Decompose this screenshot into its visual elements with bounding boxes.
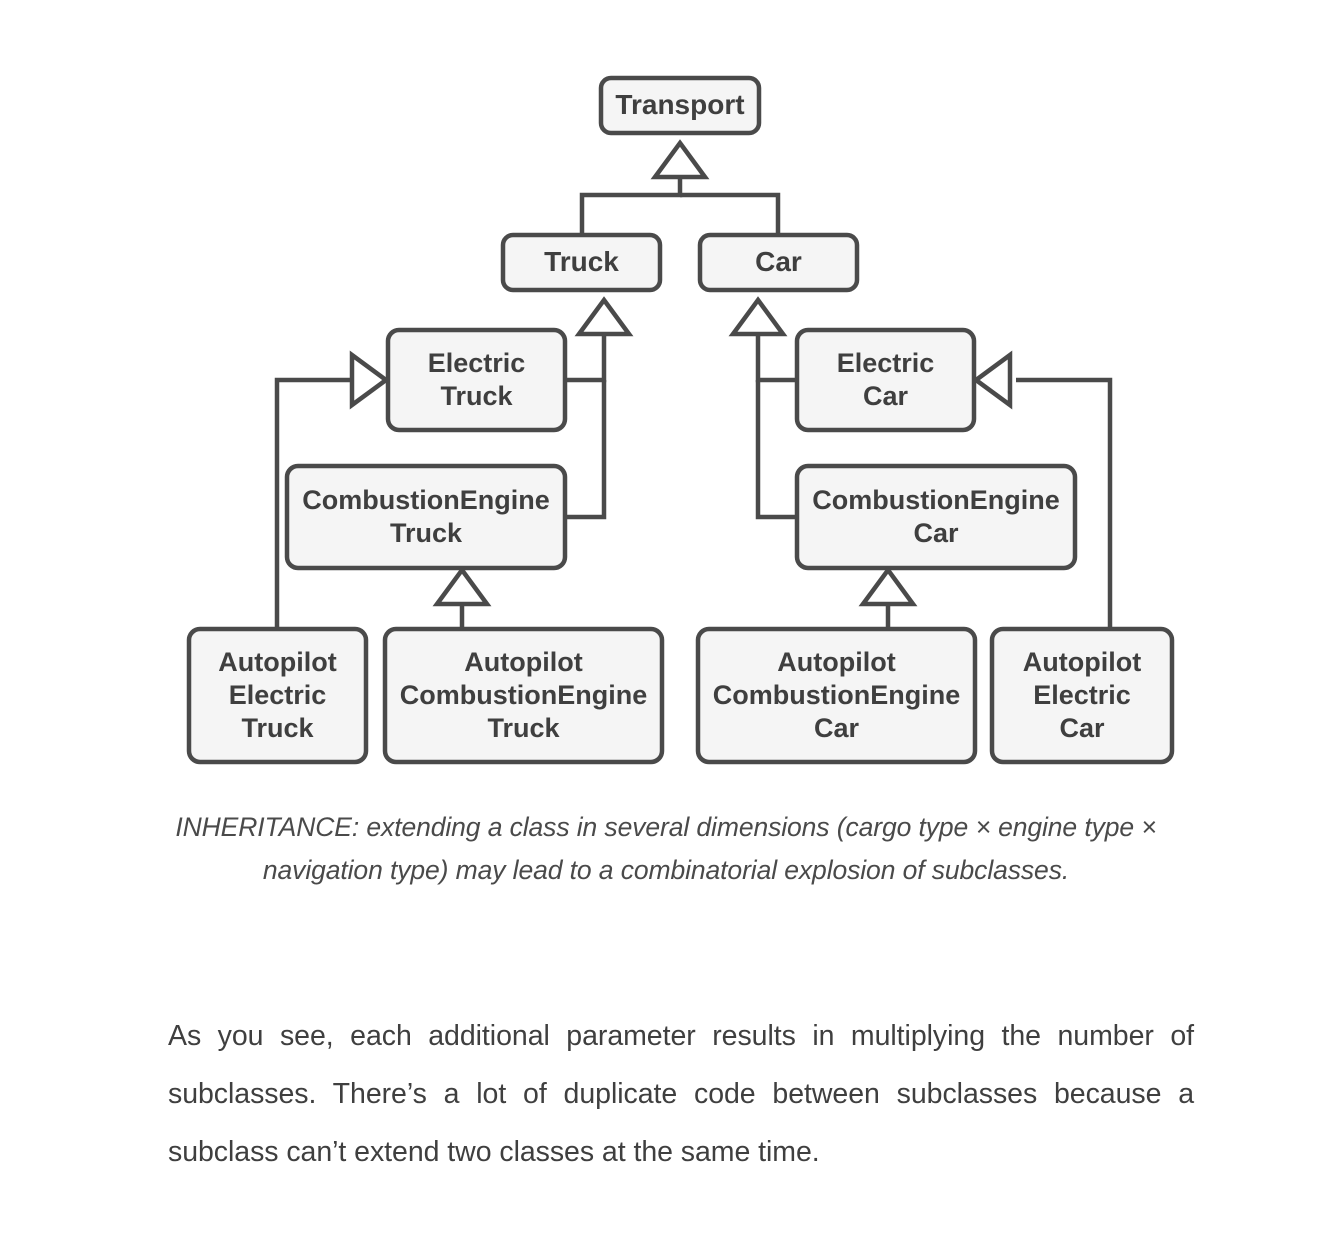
edge-e-truck-to-truck [565,330,607,383]
class-box-autopilot-electric-truck[interactable] [186,626,369,765]
body-paragraph: As you see, each additional parameter re… [168,1020,1194,1168]
class-box-electric-truck[interactable] [385,327,568,433]
generalization-arrow-transport [650,139,710,180]
class-box-electric-car[interactable] [794,327,977,433]
class-box-autopilot-electric-car[interactable] [989,626,1175,765]
class-box-car[interactable] [697,232,860,293]
class-box-autopilot-combustionengine-truck[interactable] [382,626,665,765]
generalization-arrow-combustionengine-truck [432,566,492,607]
generalization-arrow-truck [574,296,634,337]
edge-ap-e-car-to-e-car [1016,377,1113,629]
generalization-arrow-combustionengine-car [858,566,918,607]
diagram-canvas [186,75,1175,765]
generalization-arrow-car [728,296,788,337]
edge-truck-to-transport [579,173,683,235]
generalization-arrow-electric-truck [349,350,390,410]
class-box-combustionengine-car[interactable] [794,463,1078,571]
class-box-combustionengine-truck[interactable] [284,463,568,571]
class-box-truck[interactable] [500,232,663,293]
edge-ce-truck-to-truck [565,380,607,520]
edge-ce-car-to-car [755,380,797,520]
edge-e-car-to-car [755,330,797,383]
class-diagram: Transport Truck Car Electric Truck Combu… [186,75,1175,765]
class-box-transport[interactable] [598,75,762,136]
class-box-autopilot-combustionengine-car[interactable] [695,626,978,765]
generalization-arrow-electric-car [972,350,1013,410]
edge-ap-e-truck-to-e-truck [274,377,356,629]
edge-car-to-transport [680,192,781,235]
figure-caption: INHERITANCE: extending a class in severa… [175,812,1157,885]
